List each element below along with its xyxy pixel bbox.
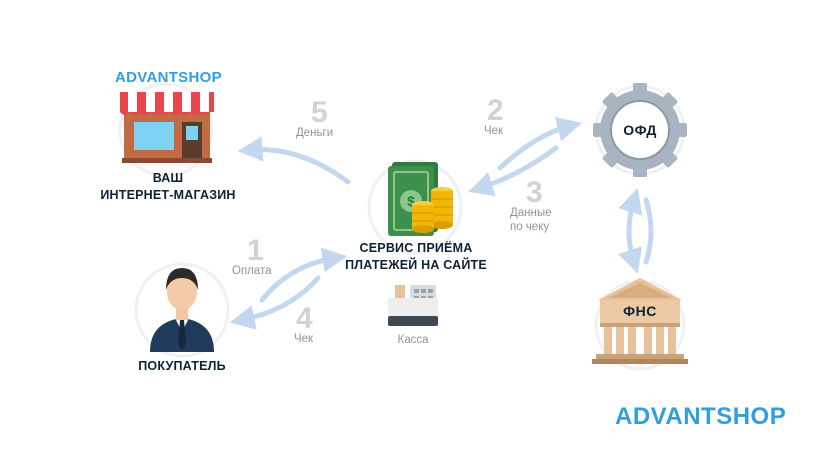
step-2-text: Чек <box>484 125 504 137</box>
gear-icon <box>593 83 687 177</box>
arrow-receipt-ofd <box>497 117 583 171</box>
businessman-icon <box>150 268 214 352</box>
svg-text:$: $ <box>407 193 415 209</box>
cash-register-icon <box>388 285 438 326</box>
step-4-number: 4 <box>296 302 313 335</box>
arrow-receipt-data <box>468 145 559 197</box>
storefront-icon <box>120 92 214 163</box>
step-3-text-line2: по чеку <box>510 221 550 233</box>
step-3-text-line1: Данные <box>510 207 552 219</box>
shop-ring <box>118 82 214 178</box>
service-label-line1: СЕРВИС ПРИЁМА <box>359 241 473 255</box>
ofd-label: ОФД <box>623 122 657 138</box>
shop-label-line2: ИНТЕРНЕТ-МАГАЗИН <box>100 188 236 202</box>
arrow-ofd-fns-right <box>643 197 654 265</box>
shop-label: ВАШ ИНТЕРНЕТ-МАГАЗИН <box>86 170 250 204</box>
arrow-payment <box>259 247 348 303</box>
buyer-ring <box>134 262 230 358</box>
step-4-text: Чек <box>294 333 314 345</box>
arrow-receipt-buyer <box>229 275 321 330</box>
money-coins-icon: $ <box>388 162 453 236</box>
shop-label-line1: ВАШ <box>152 171 184 185</box>
fns-label: ФНС <box>623 303 657 319</box>
step-1-number: 1 <box>247 234 264 267</box>
brand-logo-bottom: ADVANTSHOP <box>615 403 787 430</box>
service-ring <box>367 159 463 255</box>
brand-logo-top: ADVANTSHOP <box>115 69 222 86</box>
arrow-money <box>237 136 351 185</box>
buyer-label: ПОКУПАТЕЛЬ <box>138 359 226 373</box>
step-5-text: Деньги <box>296 127 334 139</box>
step-2-number: 2 <box>487 94 504 127</box>
flow-arrows <box>229 117 654 330</box>
service-label: СЕРВИС ПРИЁМА ПЛАТЕЖЕЙ НА САЙТЕ <box>330 240 502 274</box>
government-building-icon <box>592 278 688 364</box>
step-5-number: 5 <box>311 96 328 129</box>
arrow-ofd-fns-left <box>618 188 643 274</box>
step-3-number: 3 <box>526 176 543 209</box>
service-label-line2: ПЛАТЕЖЕЙ НА САЙТЕ <box>345 258 487 272</box>
kassa-label: Касса <box>397 334 429 346</box>
step-1-text: Оплата <box>232 265 272 277</box>
